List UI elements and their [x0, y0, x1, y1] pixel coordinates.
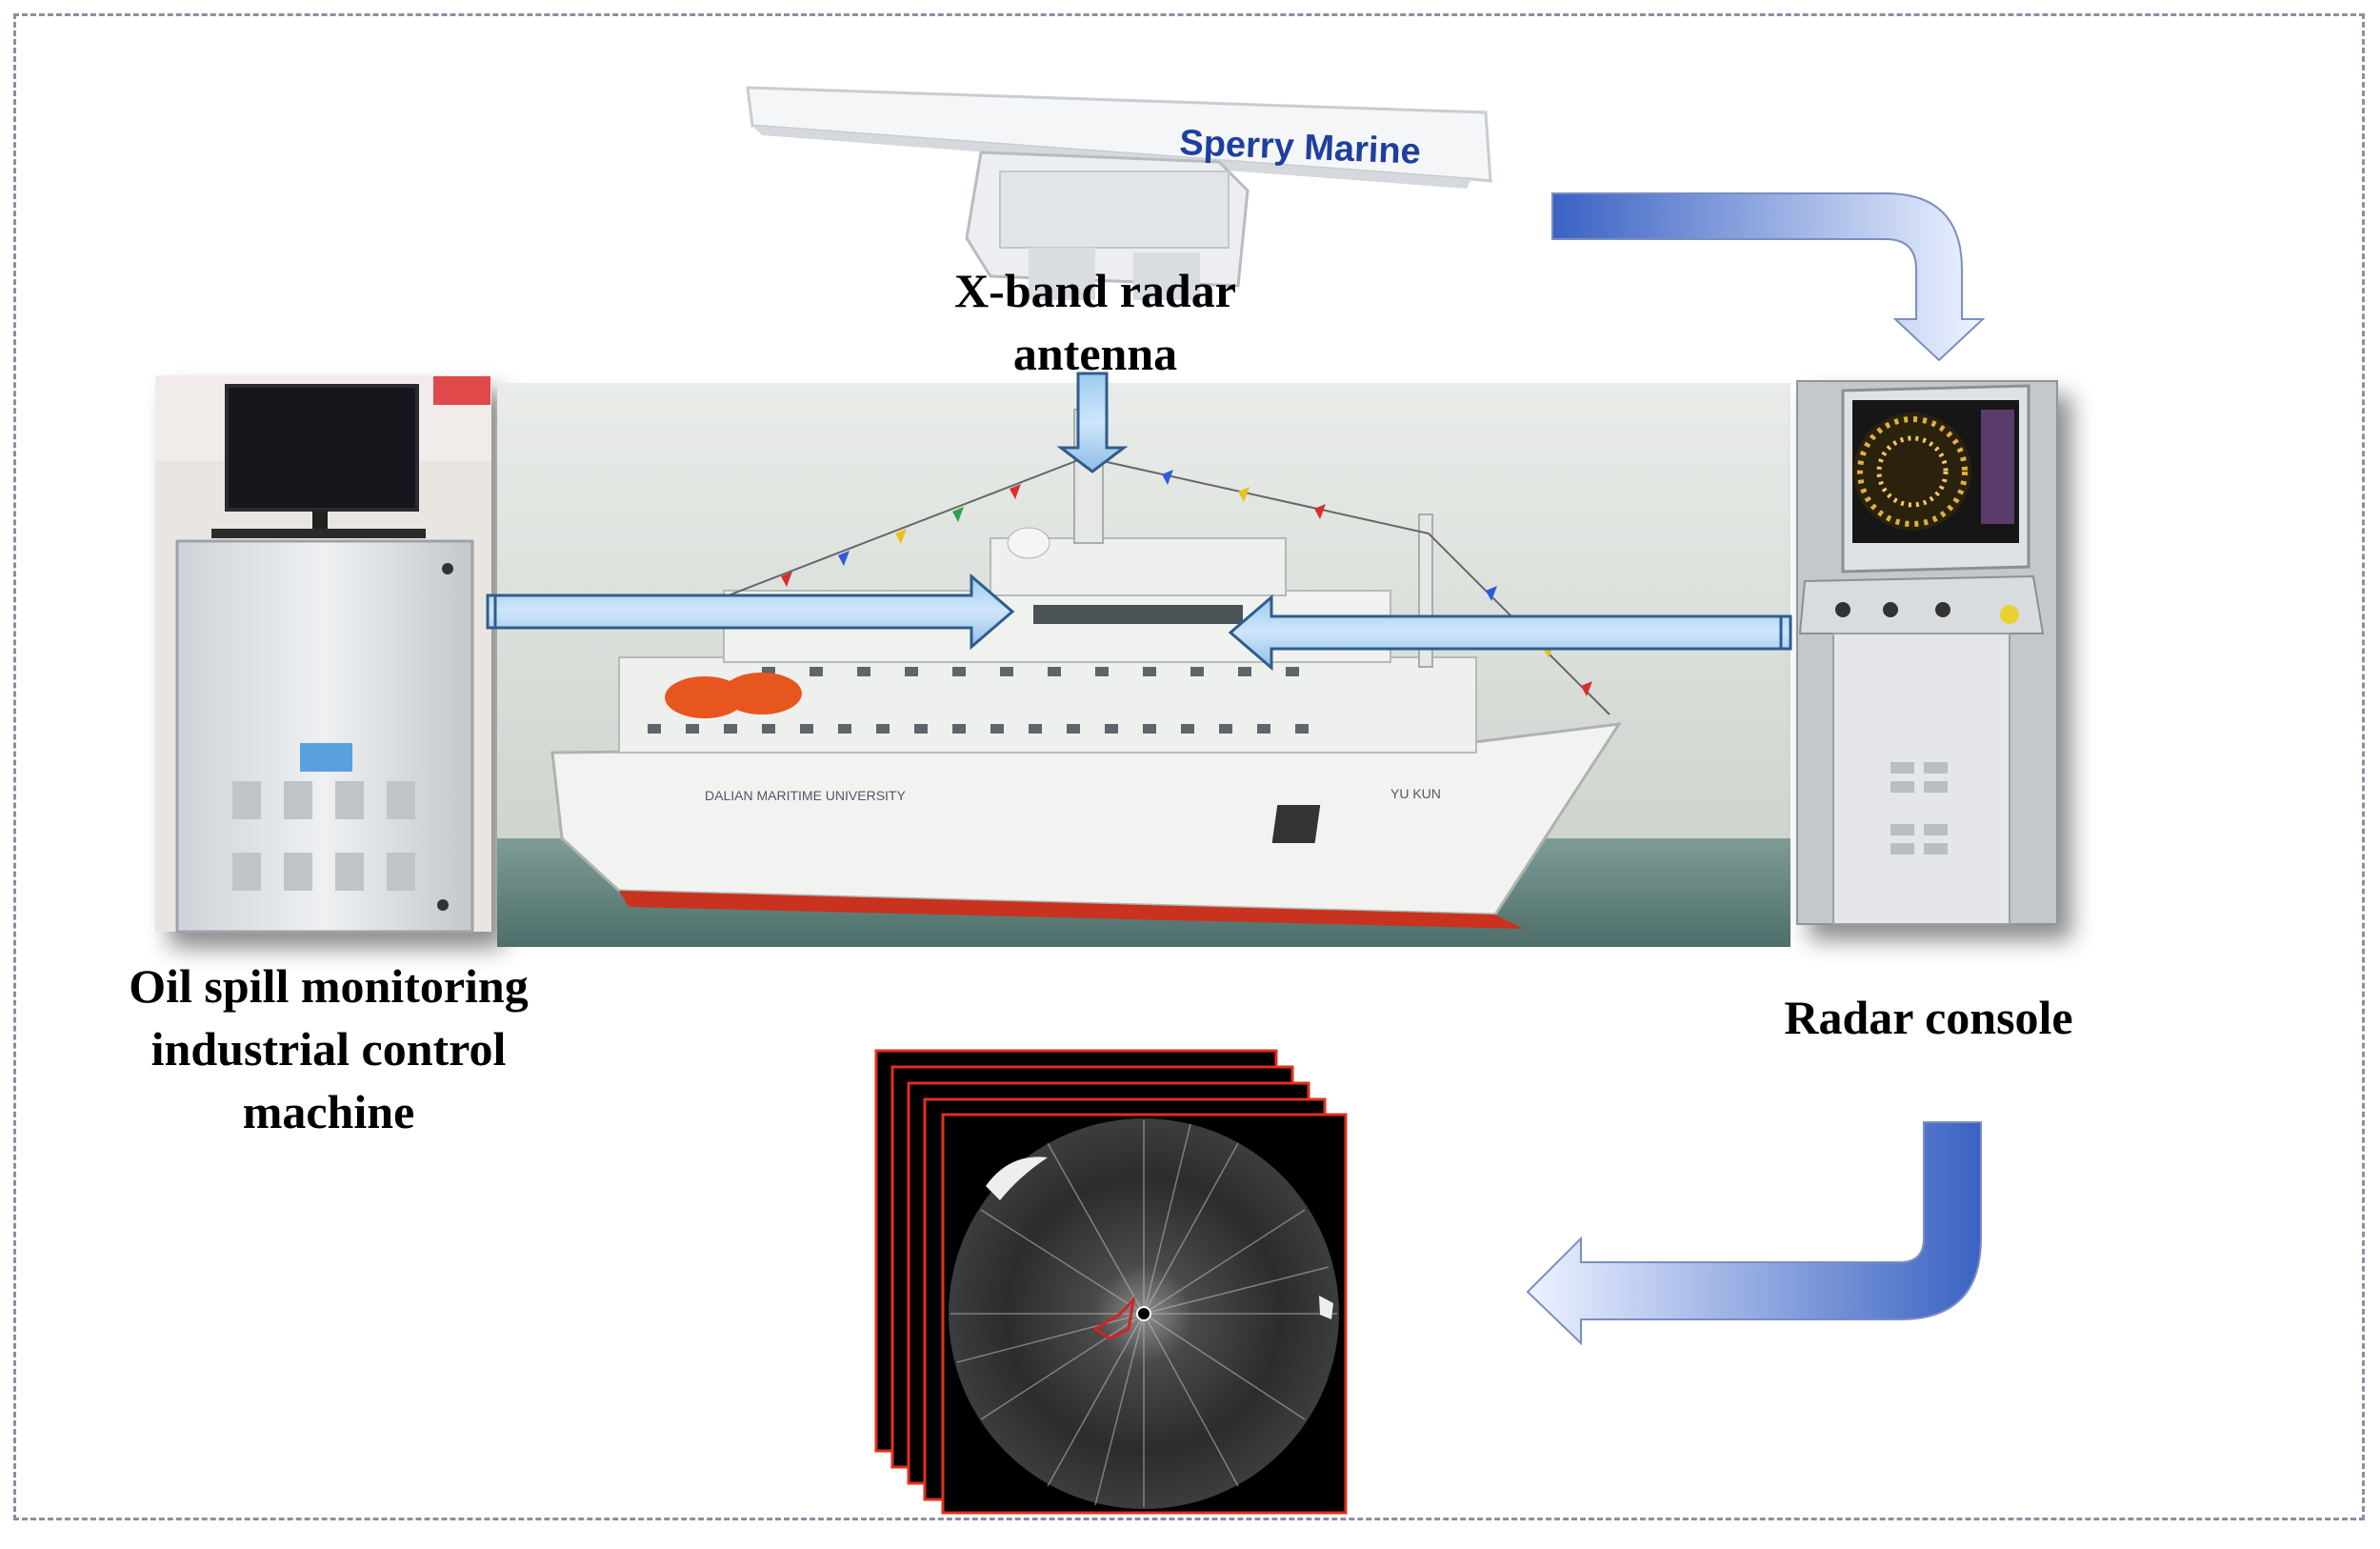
radar-console-image — [1796, 380, 2058, 925]
industrial-control-machine-image — [155, 375, 491, 934]
radar-console-label: Radar console — [1784, 991, 2073, 1044]
antenna-label: X-band radar antenna — [954, 264, 1236, 380]
industrial-control-machine-label: Oil spill monitoring industrial control … — [129, 959, 529, 1138]
arrow-ship-to-ipc — [486, 573, 1015, 651]
antenna-brand-text: Sperry Marine — [1179, 123, 1422, 172]
arrow-antenna-to-console — [1551, 192, 1986, 362]
arrow-console-to-images — [1526, 1121, 1982, 1346]
figure-border — [13, 13, 2365, 1520]
radar-image-stack — [874, 1049, 1348, 1515]
radar-antenna-image: Sperry Marine — [746, 86, 1492, 300]
research-vessel-image: DALIAN MARITIME UNIVERSITY YU KUN — [497, 383, 1790, 947]
ship-name-text: DALIAN MARITIME UNIVERSITY — [705, 788, 906, 803]
ship-bow-text: YU KUN — [1390, 786, 1441, 801]
arrow-console-to-ship — [1228, 593, 1792, 672]
arrow-antenna-to-mast — [1056, 372, 1129, 473]
